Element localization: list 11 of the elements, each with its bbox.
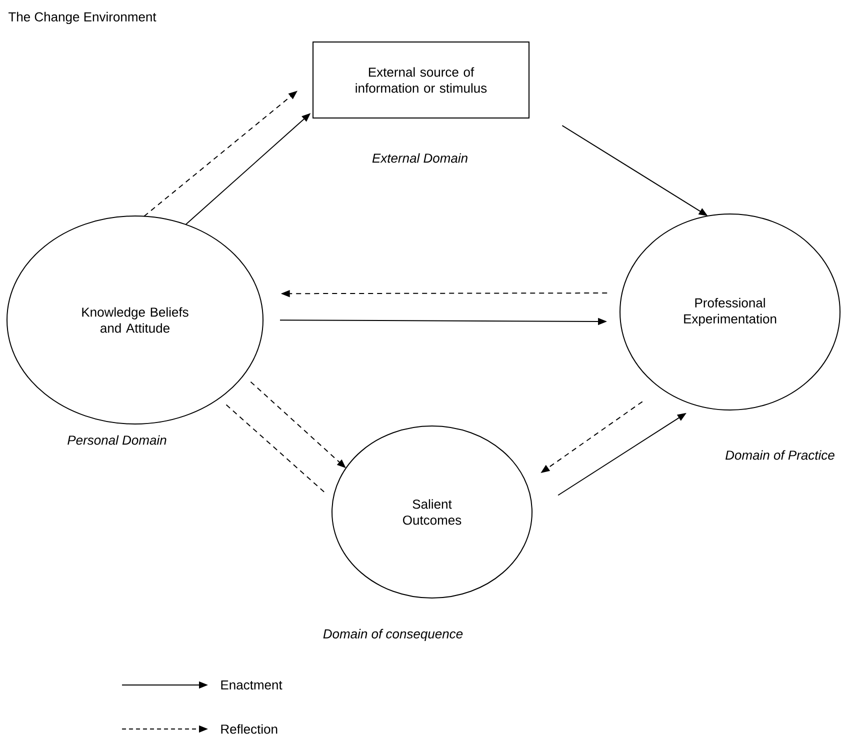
title: The Change Environment (8, 12, 156, 24)
ellipse-node: Knowledge Beliefs and Attitude (6, 216, 264, 424)
text-box: External source of information or stimulus (312, 42, 530, 118)
ellipse-node: Salient Outcomes (332, 426, 532, 598)
domain-label: Domain of consequence (323, 628, 463, 642)
domain-label: External Domain (372, 153, 468, 163)
ellipse-node: Professional Experimentation (620, 214, 840, 410)
legend-label: Reflection (221, 724, 278, 734)
domain-label: Personal Domain (68, 435, 166, 445)
legend-label: Enactment (221, 680, 282, 690)
domain-label: Domain of Practice (726, 450, 834, 460)
